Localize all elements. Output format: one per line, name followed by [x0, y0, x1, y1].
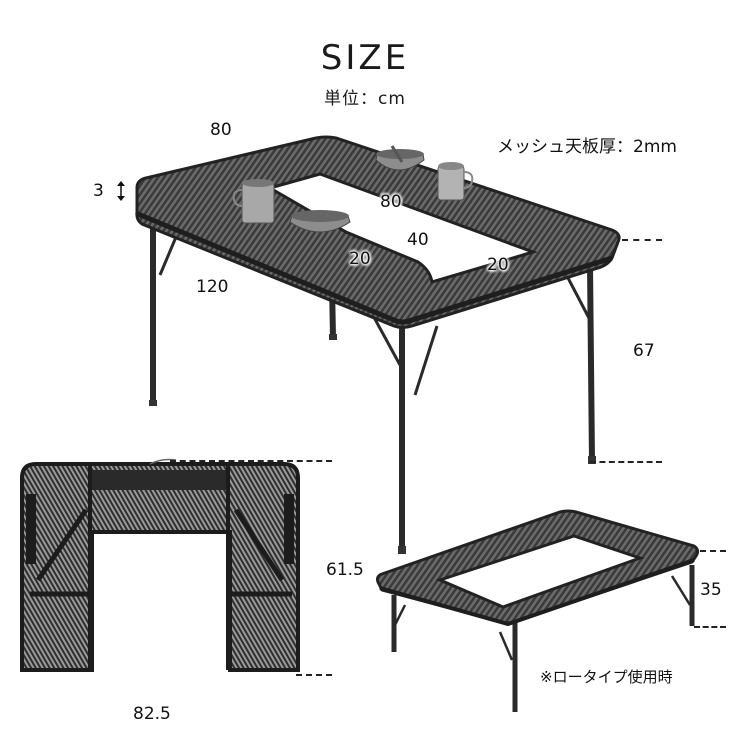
- mesh-thickness-note: メッシュ天板厚：2mm: [497, 137, 677, 157]
- low-table-illustration: [376, 509, 700, 712]
- inner-frame-label: 80: [380, 192, 402, 212]
- height-guide-bottom: [590, 461, 662, 463]
- page-title: SIZE: [320, 38, 410, 78]
- opening-width-label: 40: [407, 230, 429, 250]
- main-table-width-label: 80: [210, 120, 232, 140]
- side-right-width-label: 20: [487, 255, 509, 275]
- folded-width-label: 82.5: [133, 704, 171, 724]
- low-height-guide-top: [700, 550, 726, 552]
- folded-height-guide-bottom: [296, 674, 332, 676]
- table-leg: [587, 264, 595, 463]
- folded-height-guide-top: [170, 460, 332, 462]
- unit-label: 単位：cm: [324, 89, 406, 109]
- main-table-thickness-label: 3: [93, 181, 104, 201]
- folded-height-label: 61.5: [326, 560, 364, 580]
- side-left-width-label: 20: [349, 249, 371, 269]
- cup-icon: [437, 165, 465, 201]
- table-opening: [266, 172, 538, 284]
- main-table-illustration: [117, 135, 621, 554]
- folded-table-illustration: [20, 458, 300, 672]
- low-table-height-label: 35: [700, 580, 722, 600]
- cup-icon: [241, 182, 275, 224]
- main-table-depth-label: 120: [196, 277, 229, 297]
- height-guide-top: [622, 239, 662, 241]
- low-height-guide-bottom: [694, 626, 726, 628]
- low-type-note: ※ロータイプ使用時: [540, 668, 673, 686]
- main-table-height-label: 67: [633, 341, 655, 361]
